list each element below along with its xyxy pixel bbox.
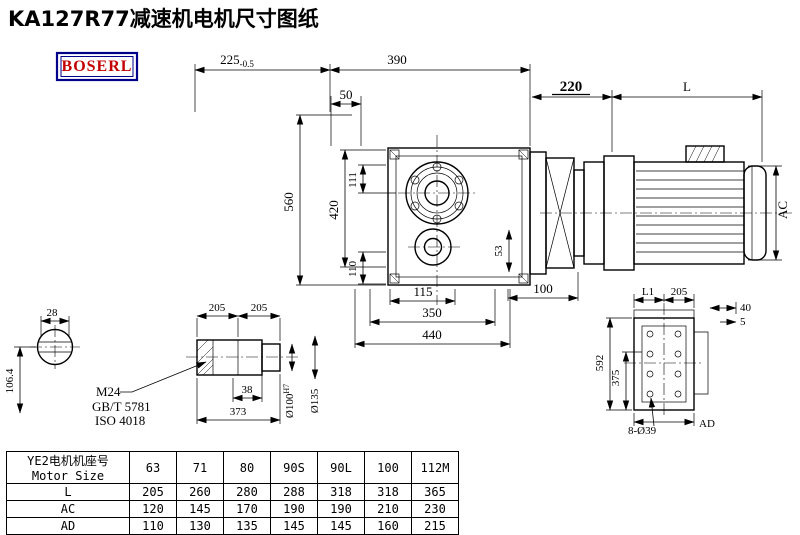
table-cell: 135 xyxy=(223,517,271,535)
terminal-box xyxy=(685,145,725,163)
dim-8-o39: 8-Ø39 xyxy=(628,425,657,437)
dim-111: 111 xyxy=(347,172,359,188)
table-cell: 280 xyxy=(223,483,271,501)
dim-5: 5 xyxy=(740,316,746,328)
col-size-0: 63 xyxy=(129,451,177,484)
shaft-body xyxy=(196,339,263,376)
col-size-2: 80 xyxy=(223,451,271,484)
lower-bore-circle xyxy=(414,228,452,266)
table-cell: 160 xyxy=(364,517,412,535)
dim-390: 390 xyxy=(387,52,407,67)
dim-40: 40 xyxy=(740,302,752,314)
label-iso4018: ISO 4018 xyxy=(95,413,145,428)
shaft-detail-view: 205 205 38 373 M24 GB/T 5781 ISO 4018 Ø1… xyxy=(92,302,321,428)
table-cell: 260 xyxy=(176,483,224,501)
rear-bolt-holes xyxy=(646,330,682,398)
dim-AC: AC xyxy=(775,201,790,219)
dim-350: 350 xyxy=(422,305,442,320)
dim-110: 110 xyxy=(347,260,359,277)
boserl-logo: BOSERL xyxy=(55,51,139,82)
table-cell: 130 xyxy=(176,517,224,535)
col-size-4: 90L xyxy=(317,451,365,484)
dim-135: Ø135 xyxy=(309,388,321,413)
table-cell: 210 xyxy=(364,500,412,518)
table-cell: 215 xyxy=(411,517,459,535)
motor-fins xyxy=(636,170,744,253)
table-cell: 190 xyxy=(317,500,365,518)
row-label-AC: AC xyxy=(6,500,130,518)
page-title: KA127R77减速机电机尺寸图纸 xyxy=(8,7,319,31)
table-corner-cell: YE2电机机座号 Motor Size xyxy=(6,451,130,484)
shaft-circle xyxy=(36,328,74,366)
dim-50: 50 xyxy=(340,87,353,102)
dim-100: 100 xyxy=(533,281,553,296)
table-cell: 365 xyxy=(411,483,459,501)
table-row-AC: AC 120 145 170 190 190 210 230 xyxy=(6,500,459,518)
gearbox-front-view xyxy=(387,135,792,305)
dim-L: L xyxy=(683,79,691,94)
row-label-AD: AD xyxy=(6,517,130,535)
dim-38: 38 xyxy=(242,384,254,396)
dim-115: 115 xyxy=(413,284,432,299)
table-cell: 288 xyxy=(270,483,318,501)
table-cell: 205 xyxy=(129,483,177,501)
dim-375: 375 xyxy=(610,369,622,386)
dim-AD: AD xyxy=(699,418,715,430)
shaft-end-view: 28 106.4 xyxy=(4,307,80,414)
table-cell: 318 xyxy=(317,483,365,501)
dim-100H7: Ø100H7 xyxy=(282,384,296,418)
dim-106-4: 106.4 xyxy=(4,368,16,393)
table-cell: 230 xyxy=(411,500,459,518)
dim-28: 28 xyxy=(47,307,59,319)
motor-rear-view: L1 205 40 5 592 375 8-Ø39 AD xyxy=(594,286,752,437)
corner-lugs xyxy=(389,149,529,284)
col-size-1: 71 xyxy=(176,451,224,484)
dim-420: 420 xyxy=(326,200,341,220)
col-size-3: 90S xyxy=(270,451,318,484)
dim-440: 440 xyxy=(422,327,442,342)
logo-text: BOSERL xyxy=(62,58,133,75)
label-M24: M24 xyxy=(96,384,121,399)
flange-bolt-holes xyxy=(410,162,464,224)
shaft-step xyxy=(261,343,281,372)
output-flange-circle xyxy=(405,161,469,225)
dim-220: 220 xyxy=(560,79,583,95)
table-cell: 190 xyxy=(270,500,318,518)
top-dimensions: 225-0.5 390 50 220 L xyxy=(194,52,763,162)
dim-205-a: 205 xyxy=(209,302,226,314)
table-cell: 145 xyxy=(176,500,224,518)
table-row-L: L 205 260 280 288 318 318 365 xyxy=(6,483,459,501)
dim-L1: L1 xyxy=(642,286,654,298)
table-header-en: Motor Size xyxy=(31,469,105,483)
shaft-hatch xyxy=(196,339,214,376)
dim-205-c: 205 xyxy=(671,286,688,298)
row-label-L: L xyxy=(6,483,130,501)
terminal-box-hatch xyxy=(687,145,721,163)
col-size-5: 100 xyxy=(364,451,412,484)
motor-assembly xyxy=(529,145,767,275)
motor-size-table: YE2电机机座号 Motor Size 63 71 80 90S 90L 100… xyxy=(6,451,459,535)
table-cell: 145 xyxy=(317,517,365,535)
dim-373: 373 xyxy=(230,406,247,418)
dim-205-b: 205 xyxy=(251,302,268,314)
table-cell: 110 xyxy=(129,517,177,535)
table-row-AD: AD 110 130 135 145 145 160 215 xyxy=(6,517,459,535)
bottom-dimensions: 115 100 350 440 AC xyxy=(354,165,790,348)
table-cell: 170 xyxy=(223,500,271,518)
label-gbt5781: GB/T 5781 xyxy=(92,399,151,414)
dim-225: 225-0.5 xyxy=(220,52,254,69)
col-size-6: 112M xyxy=(411,451,459,484)
table-header-cn: YE2电机机座号 xyxy=(27,454,109,468)
dim-560: 560 xyxy=(281,192,296,212)
table-cell: 145 xyxy=(270,517,318,535)
table-cell: 318 xyxy=(364,483,412,501)
dim-53: 53 xyxy=(493,245,505,257)
table-cell: 120 xyxy=(129,500,177,518)
left-dimensions: 560 420 111 110 53 xyxy=(281,114,513,286)
output-bore xyxy=(424,180,450,206)
dim-592: 592 xyxy=(594,355,606,372)
table-header-row: YE2电机机座号 Motor Size 63 71 80 90S 90L 100… xyxy=(6,451,459,484)
